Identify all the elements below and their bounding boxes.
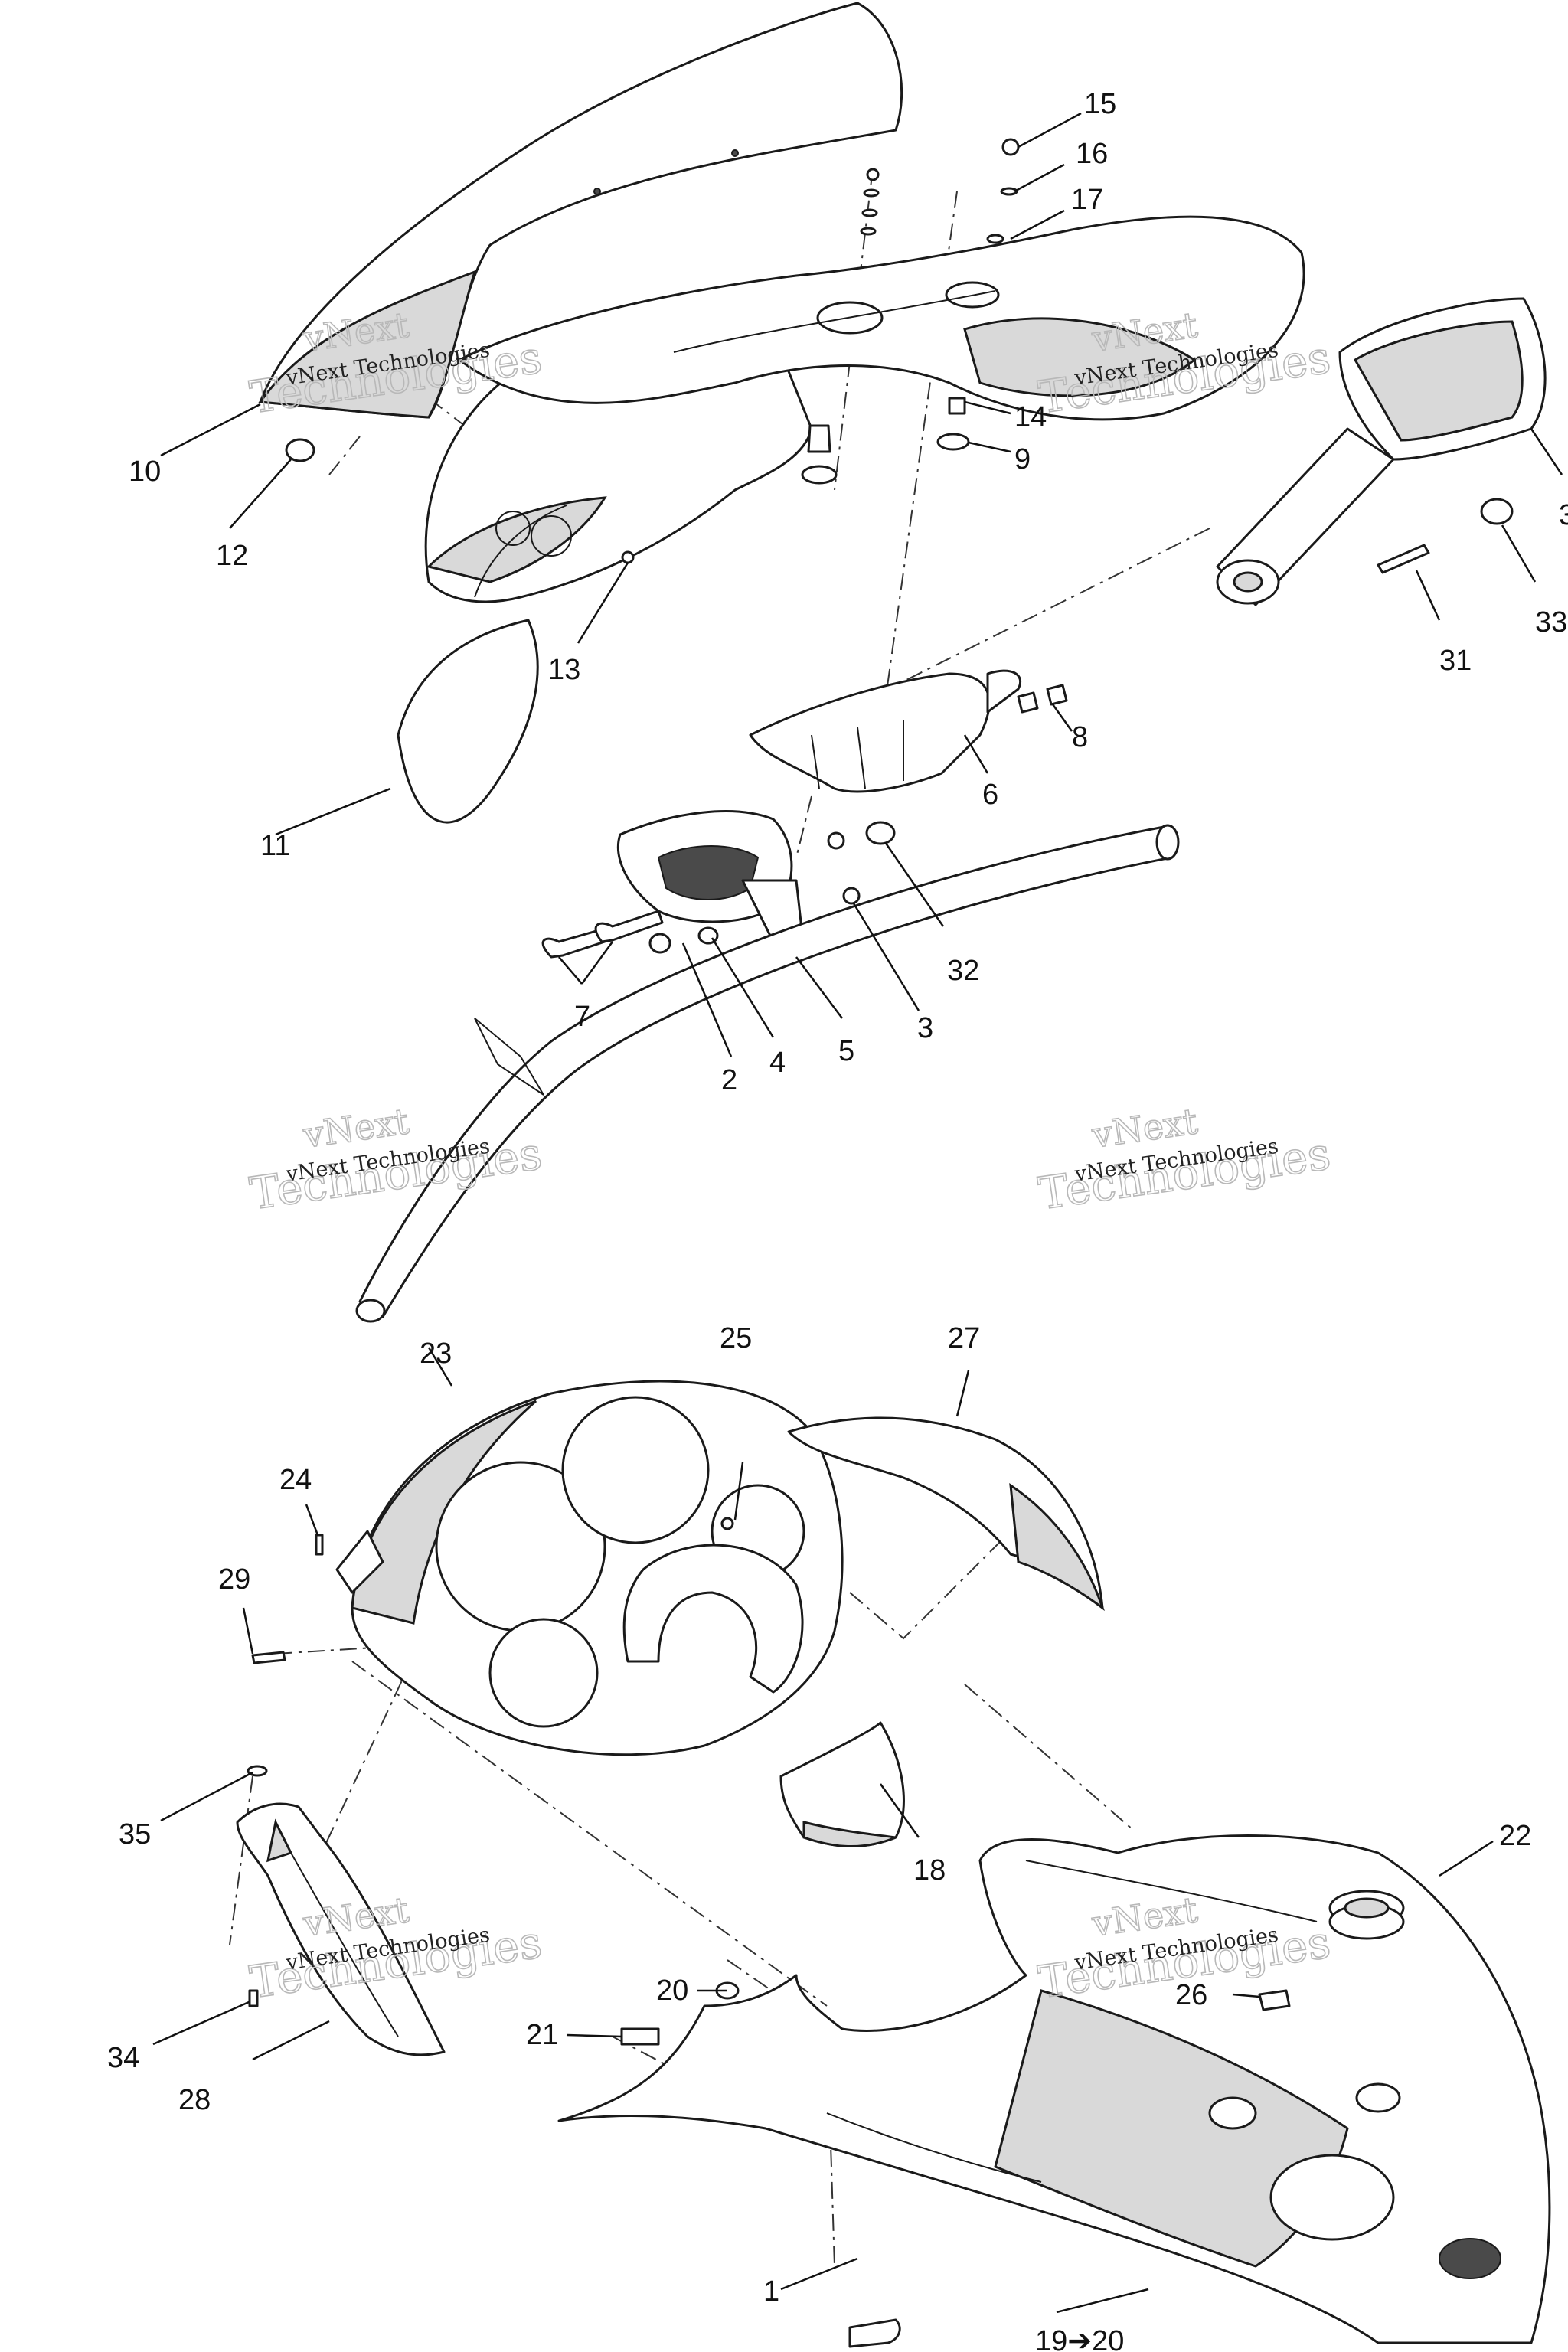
callout-3: 3 <box>917 1012 933 1044</box>
mirror-bracket <box>749 669 1021 793</box>
callout-26: 26 <box>1175 1979 1207 2011</box>
callout-9: 9 <box>1014 443 1031 475</box>
callout-5: 5 <box>838 1035 854 1067</box>
lower-console <box>557 1834 1551 2344</box>
callout-24: 24 <box>279 1464 312 1496</box>
callout-4: 4 <box>769 1047 786 1079</box>
callout-35: 35 <box>119 1818 151 1851</box>
callout-20: 20 <box>656 1975 688 2007</box>
windshield <box>258 2 903 419</box>
gauge-cover <box>779 1721 905 1848</box>
callout-15: 15 <box>1084 88 1116 120</box>
callout-18: 18 <box>913 1854 946 1886</box>
callout-23: 23 <box>420 1338 452 1370</box>
watermark-4: vNext Technologies vNext Technologies <box>1034 1099 1334 1220</box>
callout-labels: 1 2 3 4 5 6 7 8 9 10 11 12 13 14 15 16 1… <box>107 88 1568 2352</box>
gland-nut <box>1328 1890 1405 1940</box>
switch-housing <box>616 810 805 959</box>
callout-19-20: 19➔20 <box>1035 2325 1124 2352</box>
gauge-support <box>335 1380 844 1756</box>
mirror <box>1216 297 1547 606</box>
callout-6: 6 <box>982 779 998 811</box>
callout-17: 17 <box>1071 184 1103 216</box>
callout-10: 10 <box>129 456 161 488</box>
callout-22: 22 <box>1499 1820 1531 1852</box>
callout-2: 2 <box>721 1064 737 1096</box>
callout-12: 12 <box>216 540 248 572</box>
callout-1: 1 <box>763 2275 779 2308</box>
callout-14: 14 <box>1014 401 1047 433</box>
callout-27: 27 <box>948 1322 980 1354</box>
callout-32: 32 <box>947 955 979 987</box>
callout-3-mirror: 3 <box>1559 499 1568 531</box>
callout-31: 31 <box>1439 645 1472 677</box>
handlebar-cover <box>458 215 1305 421</box>
hardware-bottom <box>247 1517 1291 2348</box>
callout-33: 33 <box>1535 606 1567 639</box>
callout-28: 28 <box>178 2084 211 2116</box>
callout-34: 34 <box>107 2042 139 2074</box>
leader-lines <box>152 112 1563 2314</box>
callout-7: 7 <box>574 1001 590 1033</box>
left-trim <box>236 1802 446 2056</box>
side-panel <box>787 1416 1105 1612</box>
callout-21: 21 <box>526 2019 558 2051</box>
handlebar-tube <box>355 824 1180 1323</box>
callout-29: 29 <box>218 1563 250 1596</box>
callout-13: 13 <box>548 654 580 686</box>
callout-16: 16 <box>1076 138 1108 170</box>
callout-25: 25 <box>720 1322 752 1354</box>
callout-8: 8 <box>1072 721 1088 753</box>
callout-11: 11 <box>260 830 290 862</box>
